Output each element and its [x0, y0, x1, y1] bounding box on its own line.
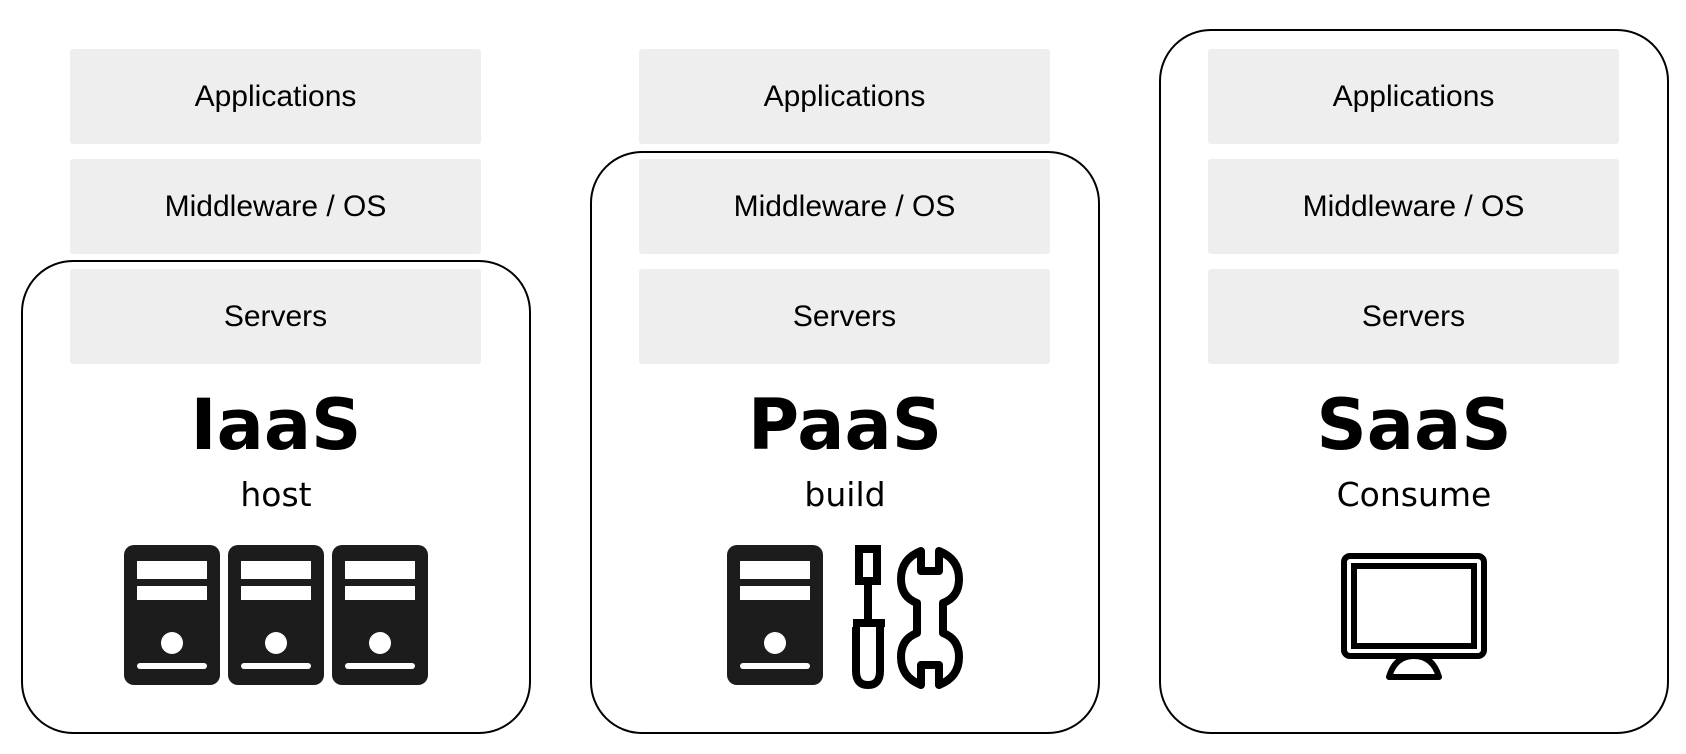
model-title: PaaS	[747, 384, 943, 466]
server-icon	[228, 545, 324, 685]
monitor-icon	[1341, 553, 1487, 680]
model-verb: Consume	[1336, 475, 1492, 514]
server-icon	[332, 545, 428, 685]
paas-boundary	[590, 151, 1100, 734]
servers-layer: Servers	[70, 269, 481, 364]
applications-layer: Applications	[639, 49, 1050, 144]
icon-group	[21, 545, 531, 690]
screwdriver-icon	[852, 545, 885, 690]
tools-icon	[852, 545, 963, 690]
icon-group	[1159, 553, 1669, 698]
paas-column: Applications Middleware / OS Servers Paa…	[590, 0, 1100, 754]
server-icon	[124, 545, 220, 685]
middleware-layer: Middleware / OS	[639, 159, 1050, 254]
model-verb: host	[240, 475, 312, 514]
saas-boundary	[1159, 29, 1669, 734]
wrench-icon	[897, 547, 963, 689]
servers-layer: Servers	[1208, 269, 1619, 364]
server-icon	[727, 545, 823, 685]
model-verb: build	[804, 475, 886, 514]
applications-layer: Applications	[1208, 49, 1619, 144]
model-title: SaaS	[1316, 384, 1512, 466]
iaas-boundary	[21, 260, 531, 734]
iaas-column: Applications Middleware / OS Servers Iaa…	[21, 0, 531, 754]
model-title: IaaS	[190, 384, 362, 466]
applications-layer: Applications	[70, 49, 481, 144]
middleware-layer: Middleware / OS	[70, 159, 481, 254]
middleware-layer: Middleware / OS	[1208, 159, 1619, 254]
saas-column: Applications Middleware / OS Servers Saa…	[1159, 0, 1669, 754]
servers-layer: Servers	[639, 269, 1050, 364]
icon-group	[590, 545, 1100, 690]
